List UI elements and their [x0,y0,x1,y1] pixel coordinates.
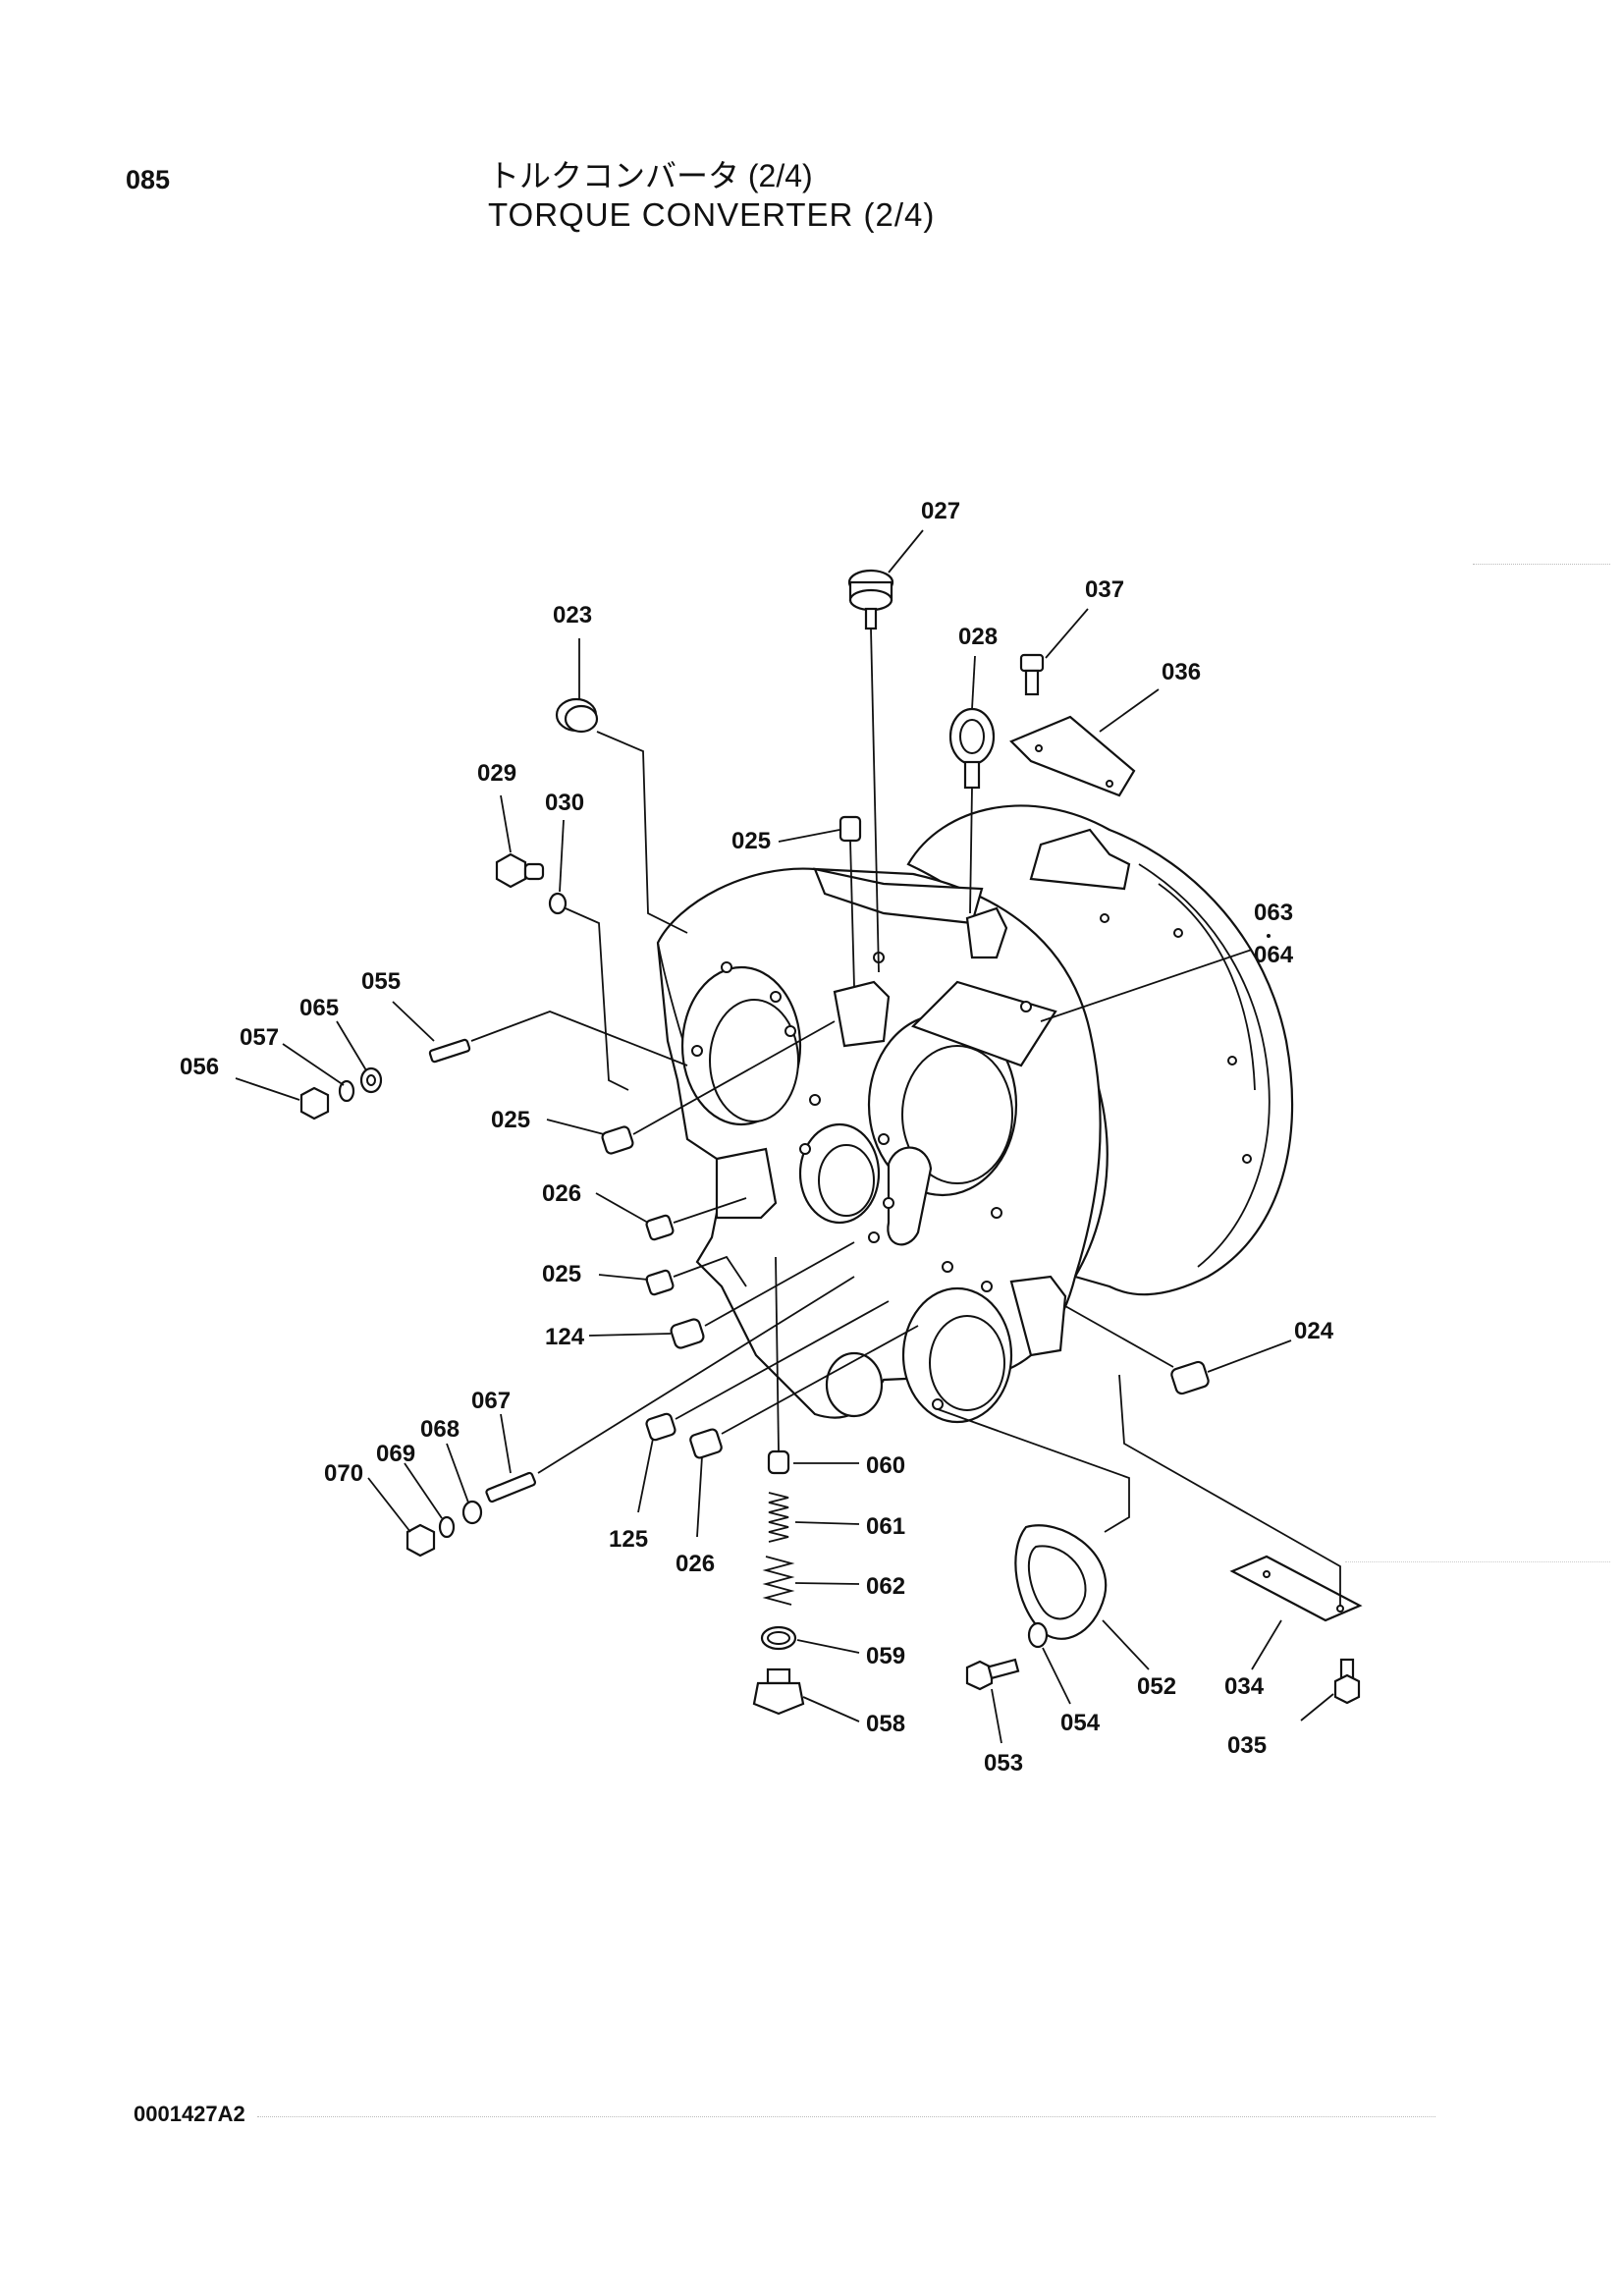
callout-025-low: 025 [542,1261,581,1287]
part-069-spring-washer [438,1515,456,1539]
page-number: 085 [126,165,171,194]
part-055-stud [428,1011,688,1066]
part-028-eyebolt [948,707,996,914]
callout-062: 062 [866,1573,905,1600]
part-029-plug [495,852,545,889]
callout-056: 056 [180,1054,219,1080]
part-068-washer [461,1500,483,1525]
part-058-plug [752,1667,805,1716]
callout-037: 037 [1085,576,1124,603]
part-025-plug-low [645,1255,747,1296]
callout-052: 052 [1137,1673,1176,1700]
part-062-spring [762,1556,795,1606]
callout-058: 058 [866,1711,905,1737]
footer-rule [257,2116,1435,2117]
part-067-stud [485,1276,855,1503]
callout-064: 064 [1254,942,1294,968]
part-057-spring-washer [338,1079,355,1103]
part-026-plug [645,1197,747,1241]
callout-025-top: 025 [731,828,771,854]
part-056-nut [299,1086,330,1121]
part-065-washer [359,1066,383,1094]
part-059-o-ring [760,1625,797,1651]
part-024-plug [1064,1305,1210,1395]
callout-023: 023 [553,602,592,629]
part-054-washer [1027,1621,1049,1649]
callout-054: 054 [1060,1710,1101,1736]
callout-labels: 027 037 023 028 036 029 030 025 063 064 … [180,498,1334,1777]
part-052-gasket [937,1408,1130,1640]
callout-035: 035 [1227,1732,1267,1759]
callout-030: 030 [545,790,584,816]
callout-070: 070 [324,1460,363,1487]
page-title-english: TORQUE CONVERTER (2/4) [488,196,936,233]
callout-124: 124 [545,1324,585,1350]
part-030-o-ring [548,892,629,1091]
part-023-plug [555,697,688,934]
part-125-plug [645,1300,890,1442]
margin-rule [1473,564,1610,565]
callout-053: 053 [984,1750,1023,1777]
part-060-valve [767,1256,790,1475]
callout-029: 029 [477,760,516,787]
part-026-plug-low [689,1325,919,1459]
callout-026: 026 [542,1180,581,1207]
part-035-bolt [1333,1658,1361,1705]
callout-065: 065 [299,995,339,1021]
drawing-code: 0001427A2 [134,2102,245,2126]
part-034-bracket [1118,1374,1363,1622]
part-025-plug-top [839,815,862,988]
callout-028: 028 [958,624,998,650]
callout-055: 055 [361,968,401,995]
callout-joint-dot [1267,934,1271,938]
part-070-nut [406,1523,436,1558]
callout-059: 059 [866,1643,905,1669]
callout-063: 063 [1254,900,1293,926]
page-title-japanese: トルクコンバータ (2/4) [488,158,813,193]
part-025-plug-mid [601,1020,836,1155]
part-053-bolt [965,1658,1020,1691]
part-061-spring [768,1492,789,1543]
callout-061: 061 [866,1513,905,1540]
converter-housing [656,804,1294,1424]
housing-bolt-holes [691,913,1252,1410]
callout-125: 125 [609,1526,648,1553]
callout-057: 057 [240,1024,279,1051]
callout-leaders [235,529,1334,1744]
callout-036: 036 [1162,659,1201,685]
part-124-plug [670,1241,855,1349]
callout-067: 067 [471,1388,511,1414]
callout-026-low: 026 [676,1551,715,1577]
part-036-cover [1009,715,1136,797]
callout-034: 034 [1224,1673,1265,1700]
callout-068: 068 [420,1416,460,1443]
callout-027: 027 [921,498,960,524]
callout-024: 024 [1294,1318,1334,1344]
callout-025-mid: 025 [491,1107,530,1133]
part-037-bolt [1019,653,1045,696]
margin-rule [1345,1561,1610,1562]
callout-060: 060 [866,1452,905,1479]
part-027-dipstick [847,569,894,973]
callout-069: 069 [376,1441,415,1467]
